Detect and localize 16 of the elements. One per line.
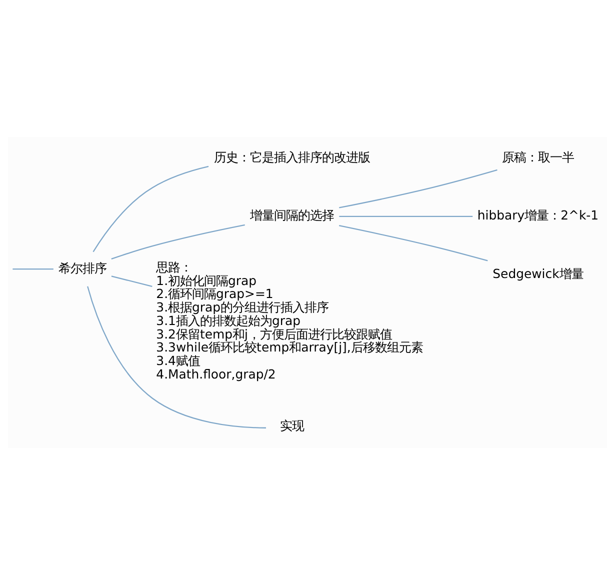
node-text: 思路： 1.初始化间隔grap 2.循环间隔grap>=1 3.根据grap的分组进行插入排序 3.1插入的排数起始为grap 3.2保留temp和j，方便后面进行比较跟赋值 3.3while循环比较temp和array[j],后移数组元素 3.4赋值 4.Math.floor,grap/2: [156, 258, 423, 382]
connector: [339, 168, 498, 208]
node-text: 实现: [280, 418, 304, 433]
node-text: 历史：它是插入排序的改进版: [214, 148, 370, 164]
connector: [92, 165, 209, 252]
node-text: 原稿：取一半: [502, 148, 574, 164]
connector: [339, 215, 473, 216]
node-text: 希尔排序: [58, 260, 106, 275]
connector: [111, 275, 152, 287]
node-text: 增量间隔的选择: [250, 207, 334, 222]
node-text: hibbary增量：2^k-1: [477, 207, 599, 222]
connector: [87, 286, 266, 428]
connector: [111, 224, 245, 259]
connector: [338, 224, 488, 261]
connector: [12, 268, 54, 270]
node-text: Sedgewick增量: [492, 266, 584, 281]
